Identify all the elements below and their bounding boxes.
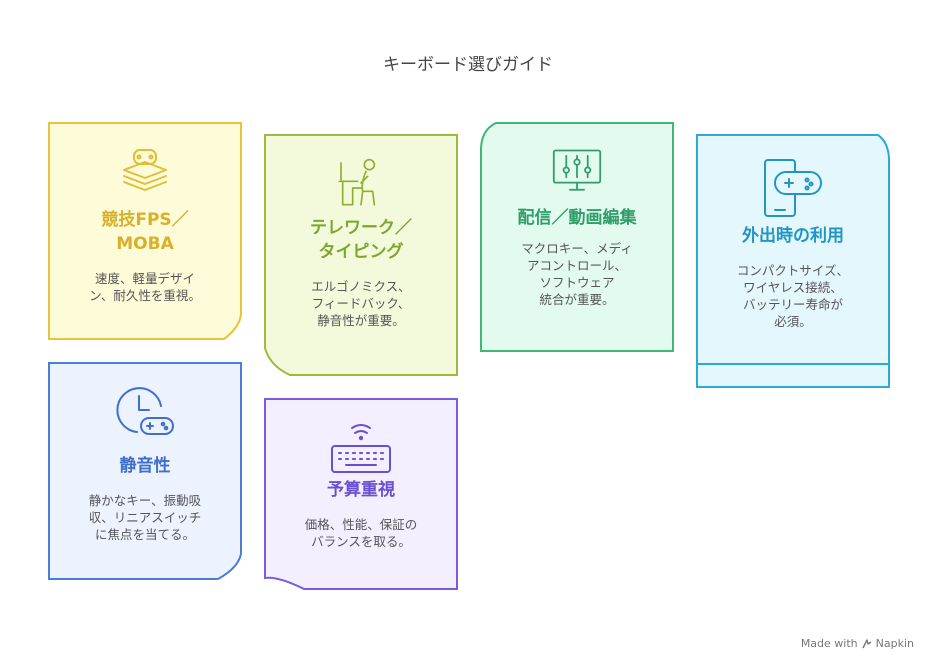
card-telework: テレワーク／ タイピング エルゴノミクス、 フィードバック、 静音性が重要。 [264,134,458,376]
person-at-desk-icon [336,158,386,208]
phone-gamepad-icon [761,158,825,217]
card-budget-heading: 予算重視 [327,480,395,500]
card-fps-background [48,122,242,340]
card-streaming-description: マクロキー、メディ アコントロール、 ソフトウェア 統合が重要。 [521,241,633,307]
card-mobile-description: コンパクトサイズ、 ワイヤレス接続、 バッテリー寿命が 必須。 [736,263,850,329]
card-quiet: 静音性 静かなキー、振動吸 収、リニアスイッチ に焦点を当てる。 [48,362,242,580]
card-streaming-background [480,122,674,352]
made-with-label: Made with [800,637,858,650]
monitor-sliders-icon [552,146,602,196]
card-mobile: 外出時の利用 コンパクトサイズ、 ワイヤレス接続、 バッテリー寿命が 必須。 [696,134,890,388]
card-telework-description: エルゴノミクス、 フィードバック、 静音性が重要。 [311,279,411,328]
card-fps-description: 速度、軽量デザイ ン、耐久性を重視。 [89,271,201,303]
made-with-footer: Made with Napkin [801,637,914,650]
card-telework-background [264,134,458,376]
card-budget: 予算重視 価格、性能、保証の バランスを取る。 [264,398,458,590]
card-fps-heading: 競技FPS／ MOBA [101,210,189,254]
card-quiet-heading: 静音性 [119,456,171,476]
clock-gamepad-icon [115,384,175,444]
card-quiet-description: 静かなキー、振動吸 収、リニアスイッチ に焦点を当てる。 [88,493,202,542]
gamepad-stack-icon [120,146,170,196]
card-budget-description: 価格、性能、保証の バランスを取る。 [304,517,418,549]
card-streaming: 配信／動画編集 マクロキー、メディ アコントロール、 ソフトウェア 統合が重要。 [480,122,674,352]
card-quiet-background [48,362,242,580]
card-mobile-heading: 外出時の利用 [742,226,844,246]
wireless-keyboard-icon [330,420,392,476]
napkin-brand: Napkin [875,637,914,650]
card-telework-heading: テレワーク／ タイピング [310,218,412,262]
napkin-logo-icon [862,638,872,648]
card-streaming-heading: 配信／動画編集 [517,208,637,228]
page-title: キーボード選びガイド [383,55,553,75]
card-mobile-background [696,134,890,388]
card-budget-background [264,398,458,590]
card-fps: 競技FPS／ MOBA 速度、軽量デザイ ン、耐久性を重視。 [48,122,242,340]
